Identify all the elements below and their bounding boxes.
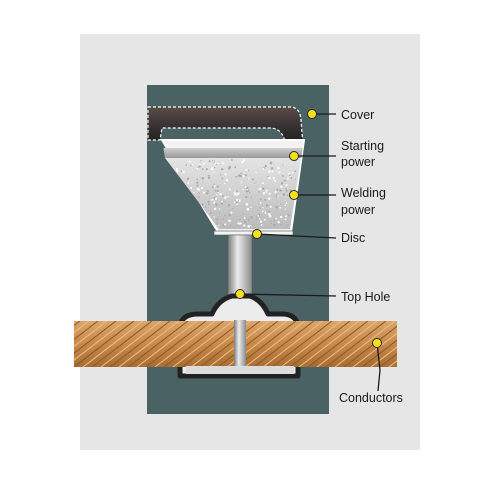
label-starting-power-line1: Starting — [341, 139, 384, 153]
label-welding-power-line2: power — [341, 203, 375, 217]
label-disc: Disc — [341, 231, 365, 245]
markers — [235, 109, 382, 348]
marker-starting-power — [289, 151, 299, 161]
marker-welding-power — [289, 190, 299, 200]
label-conductors: Conductors — [339, 391, 403, 405]
leader-disc — [256, 233, 337, 239]
label-welding-power-line1: Welding — [341, 186, 386, 200]
leader-top-hole — [239, 293, 337, 297]
marker-conductors — [372, 338, 382, 348]
label-starting-power-line2: power — [341, 155, 375, 169]
label-top-hole: Top Hole — [341, 290, 390, 304]
label-cover: Cover — [341, 108, 374, 122]
weld-bottom — [186, 366, 294, 374]
welding-power-fill — [165, 158, 301, 229]
cover-shape — [147, 106, 304, 147]
molten-metal-channel — [234, 320, 246, 366]
leader-conductors — [376, 342, 381, 392]
conductor-strands — [74, 321, 397, 367]
marker-top-hole — [235, 289, 245, 299]
marker-disc — [252, 229, 262, 239]
marker-cover — [307, 109, 317, 119]
starting-power-layer — [163, 148, 303, 158]
